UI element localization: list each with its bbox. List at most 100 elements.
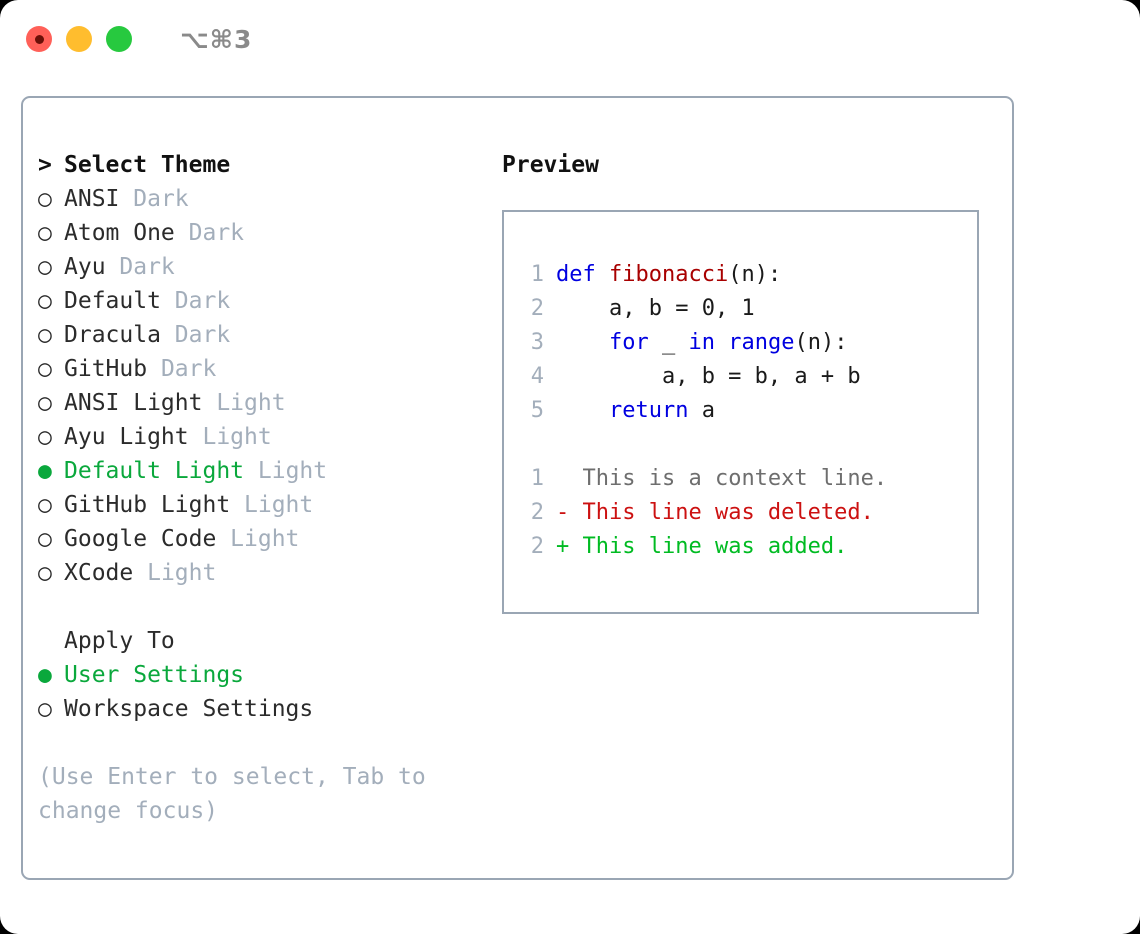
code-token: in <box>688 330 729 355</box>
code-line-number: 3 <box>530 330 544 355</box>
theme-list-item[interactable]: ○ Ayu Dark <box>38 250 478 284</box>
code-token: _ <box>661 330 689 355</box>
select-theme-header-label: Select Theme <box>64 152 231 178</box>
radio-unselected-icon: ○ <box>38 390 52 416</box>
theme-item-badge: Dark <box>160 356 217 382</box>
theme-item-label: Ayu <box>64 254 120 280</box>
code-line: 5 return a <box>504 394 977 428</box>
diff-line-number: 2 <box>530 500 544 525</box>
theme-list-item[interactable]: ●Default Light Light <box>38 454 478 488</box>
theme-item-badge: Light <box>230 526 300 552</box>
code-token: (n): <box>728 262 782 287</box>
diff-line-number: 2 <box>530 534 544 559</box>
diff-text: This line was deleted. <box>582 500 874 525</box>
theme-item-label: Dracula <box>64 322 175 348</box>
theme-list-item[interactable]: ○ Google Code Light <box>38 522 478 556</box>
code-token: a, b = b, a + b <box>556 364 861 389</box>
theme-item-badge: Dark <box>188 220 245 246</box>
radio-unselected-icon: ○ <box>38 322 52 348</box>
minimize-button[interactable] <box>66 26 92 52</box>
theme-item-label: GitHub <box>64 356 161 382</box>
radio-unselected-icon: ○ <box>38 526 52 552</box>
theme-list-item[interactable]: ○ GitHub Light Light <box>38 488 478 522</box>
radio-unselected-icon: ○ <box>38 560 52 586</box>
diff-preview: 1 This is a context line.2- This line wa… <box>504 462 977 564</box>
code-token: a, b = 0, 1 <box>556 296 755 321</box>
code-line-number: 5 <box>530 398 544 423</box>
radio-unselected-icon: ○ <box>38 492 52 518</box>
radio-selected-icon: ● <box>38 662 52 688</box>
close-button[interactable] <box>26 26 52 52</box>
radio-unselected-icon: ○ <box>38 254 52 280</box>
theme-item-badge: Dark <box>119 254 175 280</box>
apply-to-item[interactable]: ● User Settings <box>38 658 478 692</box>
theme-list-item[interactable]: ○ Ayu Light Light <box>38 420 478 454</box>
theme-item-label: Ayu Light <box>64 424 203 450</box>
maximize-button[interactable] <box>106 26 132 52</box>
diff-sign: - <box>556 500 583 525</box>
code-line: 4 a, b = b, a + b <box>504 360 977 394</box>
code-token: (n): <box>794 330 848 355</box>
keyboard-hint: (Use Enter to select, Tab to change focu… <box>38 764 426 824</box>
radio-unselected-icon: ○ <box>38 424 52 450</box>
diff-text: This is a context line. <box>582 466 888 491</box>
apply-to-item[interactable]: ○ Workspace Settings <box>38 692 478 726</box>
radio-unselected-icon: ○ <box>38 186 52 212</box>
theme-list-item[interactable]: ○ XCode Light <box>38 556 478 590</box>
diff-line-number: 1 <box>530 466 544 491</box>
apply-to-list[interactable]: ● User Settings ○ Workspace Settings <box>38 658 478 726</box>
title-bar: ⌥⌘3 <box>0 0 1140 78</box>
theme-item-label: XCode <box>64 560 148 586</box>
code-token: fibonacci <box>608 262 729 287</box>
theme-list-item[interactable]: ○ Dracula Dark <box>38 318 478 352</box>
code-line-number: 1 <box>530 262 544 287</box>
apply-to-header-indent <box>38 624 64 658</box>
code-token: range <box>728 330 795 355</box>
section-spacer <box>38 590 478 624</box>
diff-line: 2- This line was deleted. <box>504 496 977 530</box>
diff-text: This line was added. <box>582 534 848 559</box>
code-token: def <box>556 262 609 287</box>
theme-item-label: Default Light <box>64 458 258 484</box>
theme-item-badge: Light <box>202 424 272 450</box>
theme-item-badge: Light <box>257 458 328 484</box>
theme-item-label: GitHub Light <box>64 492 245 518</box>
code-line: 1 def fibonacci(n): <box>504 258 977 292</box>
dialog-frame: >Select Theme ○ANSI Dark○Atom One Dark○A… <box>21 96 1014 880</box>
code-line-number: 2 <box>530 296 544 321</box>
window-shortcut-label: ⌥⌘3 <box>180 24 253 54</box>
theme-item-badge: Light <box>216 390 286 416</box>
theme-list-item[interactable]: ○Atom One Dark <box>38 216 478 250</box>
select-theme-header: > Select Theme <box>38 148 478 182</box>
apply-to-item-label: Workspace Settings <box>64 696 314 722</box>
diff-line: 2+ This line was added. <box>504 530 977 564</box>
theme-list-item[interactable]: ○Default Dark <box>38 284 478 318</box>
theme-list-item[interactable]: ○ ANSI Dark <box>38 182 478 216</box>
apply-to-item-label: User Settings <box>64 662 245 688</box>
code-line-number: 4 <box>530 364 544 389</box>
theme-item-badge: Dark <box>133 186 189 212</box>
theme-list-item[interactable]: ○ GitHub Dark <box>38 352 478 386</box>
preview-title: Preview <box>502 152 599 178</box>
radio-unselected-icon: ○ <box>38 288 52 314</box>
theme-list[interactable]: ○ANSI Dark○Atom One Dark○Ayu Dark○Defaul… <box>38 182 478 590</box>
diff-line: 1 This is a context line. <box>504 462 977 496</box>
theme-item-badge: Light <box>147 560 217 586</box>
theme-item-badge: Light <box>244 492 314 518</box>
theme-item-label: ANSI <box>64 186 134 212</box>
theme-item-label: ANSI Light <box>64 390 217 416</box>
theme-item-badge: Dark <box>174 322 231 348</box>
header-caret-icon: > <box>38 152 52 178</box>
theme-selection-column: >Select Theme ○ANSI Dark○Atom One Dark○A… <box>38 148 478 828</box>
radio-unselected-icon: ○ <box>38 356 52 382</box>
theme-item-badge: Dark <box>174 288 231 314</box>
code-line: 2 a, b = 0, 1 <box>504 292 977 326</box>
theme-list-item[interactable]: ○ ANSI Light Light <box>38 386 478 420</box>
radio-unselected-icon: ○ <box>38 696 52 722</box>
code-diff-separator <box>504 428 977 462</box>
theme-item-label: Google Code <box>64 526 231 552</box>
apply-to-header-label: Apply To <box>64 628 175 654</box>
